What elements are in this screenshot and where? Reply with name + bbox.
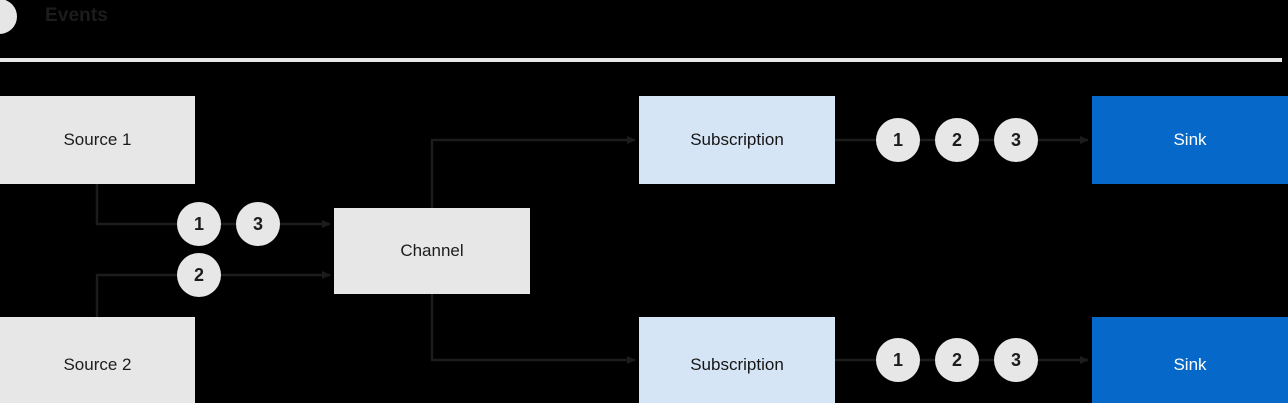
node-source-2[interactable]: Source 2 [0,317,195,403]
event-token: 3 [994,338,1038,382]
edge-channel-subscription-bottom [430,294,636,365]
event-token: 2 [177,253,221,297]
event-token: 1 [876,338,920,382]
node-source-1[interactable]: Source 1 [0,96,195,184]
node-subscription-bottom-label: Subscription [690,355,784,374]
page-title: Events [45,5,108,26]
node-sink-bottom-label: Sink [1173,355,1207,374]
edge-channel-subscription-top [430,135,636,208]
event-token: 3 [236,202,280,246]
node-sink-top-label: Sink [1173,130,1207,149]
node-subscription-top[interactable]: Subscription [639,96,835,184]
event-token: 2 [935,118,979,162]
node-channel-label: Channel [400,241,464,260]
node-subscription-bottom[interactable]: Subscription [639,317,835,403]
event-token: 1 [876,118,920,162]
node-source-2-label: Source 2 [63,355,132,374]
event-token: 3 [994,118,1038,162]
node-subscription-top-label: Subscription [690,130,784,149]
event-token: 2 [935,338,979,382]
event-token: 1 [177,202,221,246]
node-source-1-label: Source 1 [63,130,132,149]
header-divider [0,58,1282,62]
node-sink-bottom[interactable]: Sink [1092,317,1288,403]
filled-circle-icon [0,0,17,34]
node-channel[interactable]: Channel [334,208,530,294]
node-sink-top[interactable]: Sink [1092,96,1288,184]
